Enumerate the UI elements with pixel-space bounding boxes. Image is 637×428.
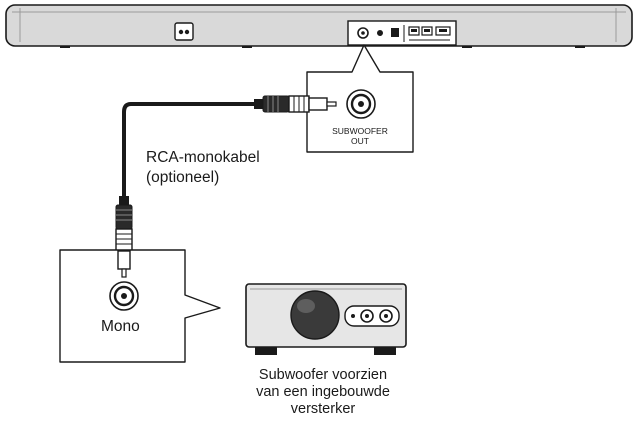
subwoofer-caption-line3: versterker <box>290 401 356 417</box>
subwoofer-input-panel <box>344 305 400 327</box>
subwoofer-out-label: SUBWOOFER <box>332 126 388 136</box>
rear-terminal-panel <box>347 20 457 46</box>
subwoofer-unit <box>245 283 407 355</box>
subwoofer-out-callout: SUBWOOFER OUT <box>306 44 414 153</box>
cable-label-line1: RCA-monokabel <box>146 149 260 166</box>
rca-plug-top-icon <box>254 95 337 113</box>
power-inlet-icon <box>174 22 194 41</box>
subwoofer-caption: Subwoofer voorzien van een ingebouwde ve… <box>228 367 418 418</box>
soundbar <box>5 4 633 48</box>
mono-input-label: Mono <box>101 318 140 335</box>
subwoofer-driver-icon <box>290 290 340 340</box>
subwoofer-out-label-line2: OUT <box>351 136 369 146</box>
cable-label-line2: (optioneel) <box>146 169 220 186</box>
subwoofer-caption-line2: van een ingebouwde <box>256 384 390 400</box>
cable-label: RCA-monokabel (optioneel) <box>146 148 260 188</box>
mono-input-callout <box>59 249 221 363</box>
subwoofer-out-jack-icon <box>346 89 376 119</box>
subwoofer-caption-line1: Subwoofer voorzien <box>258 367 388 383</box>
mono-input-jack-icon <box>109 281 139 311</box>
soundbar-body <box>5 4 633 47</box>
